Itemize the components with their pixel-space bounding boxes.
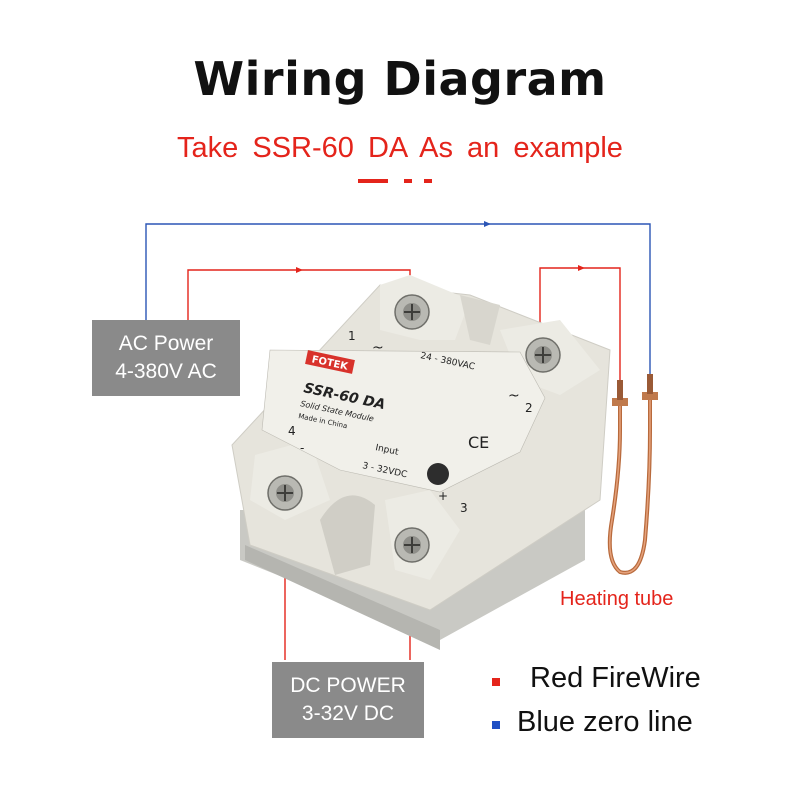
minus-sign: - <box>300 441 304 455</box>
ac-power-label: AC Power 4-380V AC <box>92 320 240 396</box>
terminal-label-1: 1 <box>348 329 356 343</box>
subtitle-underline-dot-2 <box>424 179 432 183</box>
solid-state-relay <box>231 275 611 650</box>
legend-red-swatch <box>492 678 500 686</box>
legend-blue-swatch <box>492 721 500 729</box>
legend-red-label: Red FireWire <box>530 662 701 694</box>
page-title: Wiring Diagram <box>193 52 607 106</box>
dc-power-label: DC POWER 3-32V DC <box>272 662 424 738</box>
blue-zero-wire <box>145 221 651 380</box>
terminal-label-4: 4 <box>288 424 296 438</box>
ac-power-title: AC Power <box>118 332 214 355</box>
dc-power-title: DC POWER <box>290 674 406 697</box>
dc-power-voltage: 3-32V DC <box>301 702 395 725</box>
terminal-label-2: 2 <box>525 401 533 415</box>
heating-tube-label: Heating tube <box>560 588 674 610</box>
plus-sign: + <box>438 489 448 503</box>
tilde-1: ~ <box>372 340 384 356</box>
terminal-label-3: 3 <box>460 501 468 515</box>
heating-tube <box>607 374 658 575</box>
ac-power-voltage: 4-380V AC <box>115 360 217 383</box>
legend-blue-label: Blue zero line <box>517 706 693 738</box>
page-subtitle: Take SSR-60 DA As an example <box>177 132 623 164</box>
relay-input-label: Input <box>374 443 399 458</box>
ce-mark: CE <box>468 433 489 452</box>
terminal-screw-1 <box>394 294 430 330</box>
subtitle-underline-dot-1 <box>404 179 412 183</box>
terminal-screw-3 <box>394 527 430 563</box>
terminal-screw-2 <box>525 337 561 373</box>
subtitle-underline <box>358 179 388 183</box>
red-fire-wire-heater <box>539 265 621 380</box>
terminal-screw-4 <box>267 475 303 511</box>
tilde-2: ~ <box>508 388 520 404</box>
